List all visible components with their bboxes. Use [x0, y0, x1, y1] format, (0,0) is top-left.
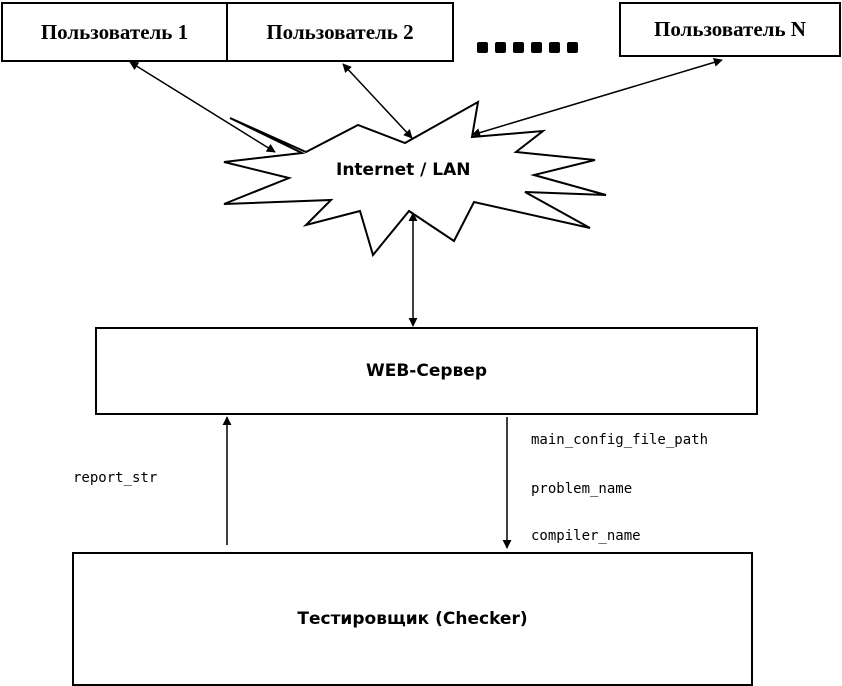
ellipsis-dot [513, 42, 524, 53]
user-box-2: Пользователь 2 [226, 2, 454, 62]
web-server-label: WEB-Сервер [365, 361, 487, 381]
user-label: Пользователь 1 [40, 19, 189, 44]
user-label: Пользователь N [654, 17, 806, 41]
flow-label-compiler-name: compiler_name [531, 528, 641, 544]
arrow-userN-network [471, 58, 723, 137]
web-server-box: WEB-Сервер [95, 327, 758, 415]
flow-label-main-config: main_config_file_path [531, 432, 709, 448]
ellipsis-dot [567, 42, 578, 53]
arrow-user2-network [342, 63, 413, 139]
checker-box: Тестировщик (Checker) [72, 552, 753, 686]
ellipsis-dot [477, 42, 488, 53]
flow-label-report-str: report_str [73, 470, 158, 486]
network-label: Internet / LAN [336, 160, 471, 180]
arrow-user1-network [129, 61, 276, 153]
checker-label: Тестировщик (Checker) [297, 609, 528, 629]
more-users-ellipsis [477, 42, 578, 53]
flow-label-problem-name: problem_name [531, 481, 633, 497]
user-label: Пользователь 2 [266, 19, 414, 44]
ellipsis-dot [531, 42, 542, 53]
user-box-n: Пользователь N [619, 2, 841, 57]
ellipsis-dot [549, 42, 560, 53]
ellipsis-dot [495, 42, 506, 53]
user-box-1: Пользователь 1 [1, 2, 228, 62]
